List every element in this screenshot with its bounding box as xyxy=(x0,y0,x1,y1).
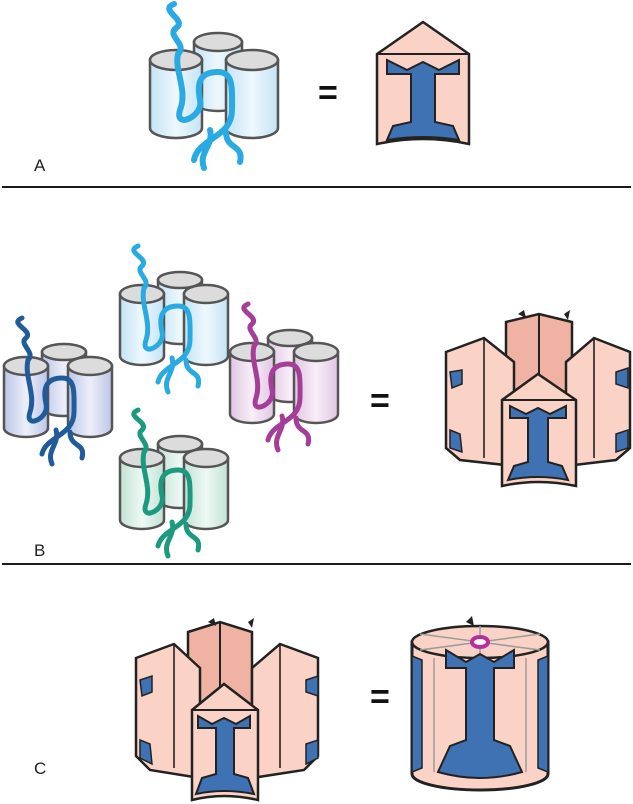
equals-sign-a: = xyxy=(318,74,338,112)
equals-sign-b: = xyxy=(370,382,390,420)
subunit-teal-b xyxy=(118,407,230,559)
panel-label-a: A xyxy=(34,156,46,175)
subunit-light-blue-a xyxy=(148,1,280,171)
central-pore xyxy=(470,635,490,649)
wedge-tetramer-c xyxy=(134,618,320,802)
subunit-light-blue-b xyxy=(118,243,230,395)
subunit-navy-b xyxy=(2,315,114,467)
equals-sign-c: = xyxy=(370,678,390,716)
panel-b: = B xyxy=(2,243,632,560)
channel-cylinder-c xyxy=(410,616,550,792)
subunit-purple-b xyxy=(228,301,340,453)
wedge-tetramer-b xyxy=(444,310,632,488)
panel-c: = C xyxy=(34,616,550,802)
panel-label-c: C xyxy=(34,759,46,778)
wedge-subunit-icon-a xyxy=(375,20,471,146)
panel-label-b: B xyxy=(34,541,45,560)
panel-a: = A xyxy=(34,1,471,175)
